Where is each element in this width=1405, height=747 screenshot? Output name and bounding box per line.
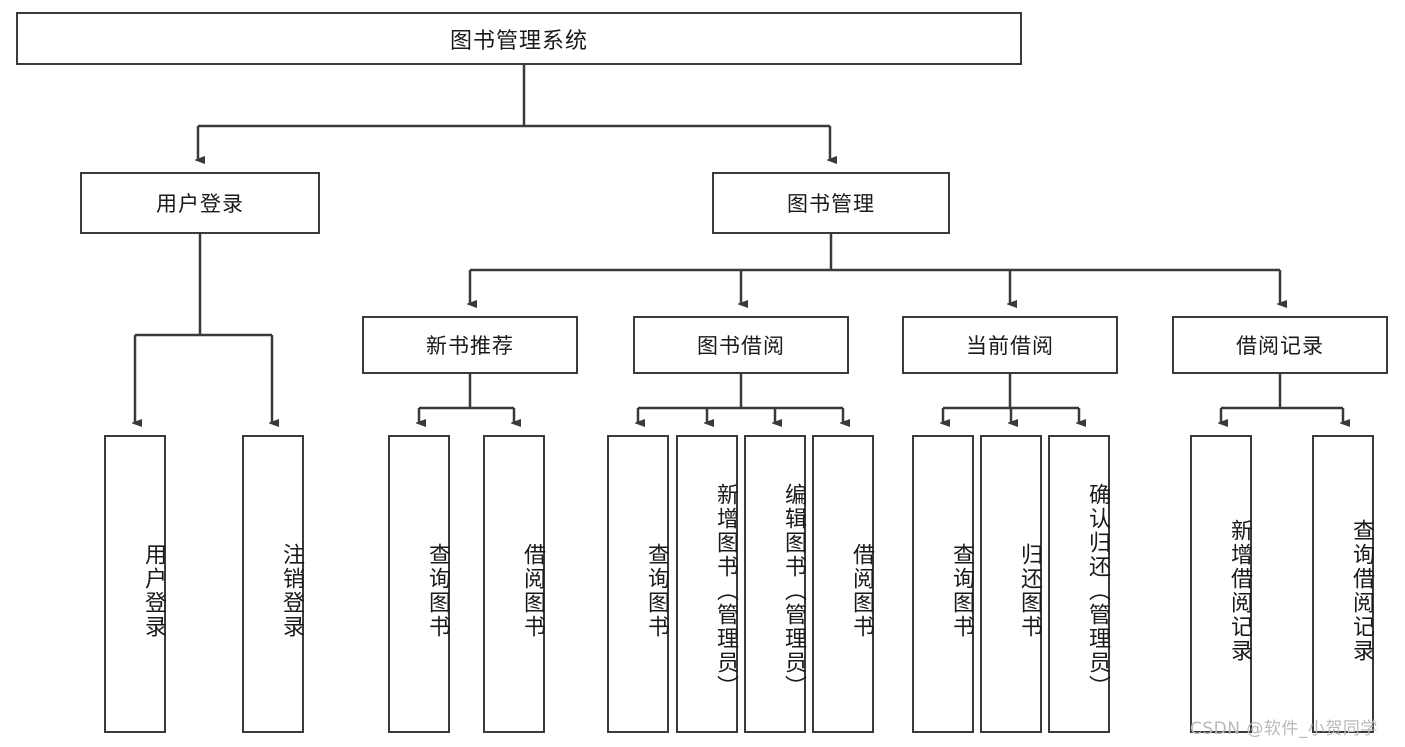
leaf-add-borrow-record-label: 新增借阅记录 [1227, 519, 1252, 663]
leaf-logout-login[interactable]: 注销登录 [242, 435, 304, 733]
leaf-query-book-cb-label: 查询图书 [949, 543, 974, 639]
leaf-add-borrow-record[interactable]: 新增借阅记录 [1190, 435, 1252, 733]
leaf-borrow-book-rec[interactable]: 借阅图书 [483, 435, 545, 733]
leaf-user-login[interactable]: 用户登录 [104, 435, 166, 733]
node-new-book-recommend[interactable]: 新书推荐 [362, 316, 578, 374]
node-borrow-record[interactable]: 借阅记录 [1172, 316, 1388, 374]
node-current-borrow-label: 当前借阅 [966, 334, 1054, 358]
leaf-edit-book-admin-label: 编辑图书（管理员） [781, 483, 806, 699]
leaf-borrow-book-rec-label: 借阅图书 [520, 543, 545, 639]
leaf-confirm-return-admin[interactable]: 确认归还（管理员） [1048, 435, 1110, 733]
leaf-logout-login-label: 注销登录 [279, 543, 304, 639]
node-current-borrow[interactable]: 当前借阅 [902, 316, 1118, 374]
leaf-edit-book-admin[interactable]: 编辑图书（管理员） [744, 435, 806, 733]
node-root-label: 图书管理系统 [449, 28, 588, 54]
node-book-manage-label: 图书管理 [787, 192, 875, 216]
leaf-return-book-label: 归还图书 [1017, 543, 1042, 639]
node-user-login-label: 用户登录 [156, 192, 244, 216]
leaf-query-book-rec-label: 查询图书 [425, 543, 450, 639]
leaf-add-book-admin-label: 新增图书（管理员） [713, 483, 738, 699]
leaf-query-book-cb[interactable]: 查询图书 [912, 435, 974, 733]
leaf-query-book-bb[interactable]: 查询图书 [607, 435, 669, 733]
leaf-query-borrow-record[interactable]: 查询借阅记录 [1312, 435, 1374, 733]
csdn-watermark: CSDN @软件_小贺同学 [1190, 719, 1378, 739]
leaf-borrow-book-bb[interactable]: 借阅图书 [812, 435, 874, 733]
leaf-borrow-book-bb-label: 借阅图书 [849, 543, 874, 639]
node-user-login[interactable]: 用户登录 [80, 172, 320, 234]
node-book-manage[interactable]: 图书管理 [712, 172, 950, 234]
leaf-user-login-label: 用户登录 [141, 543, 166, 639]
leaf-query-book-rec[interactable]: 查询图书 [388, 435, 450, 733]
node-borrow-record-label: 借阅记录 [1236, 334, 1324, 358]
node-book-borrow-label: 图书借阅 [697, 334, 785, 358]
node-root[interactable]: 图书管理系统 [16, 12, 1022, 65]
leaf-return-book[interactable]: 归还图书 [980, 435, 1042, 733]
leaf-query-book-bb-label: 查询图书 [644, 543, 669, 639]
node-book-borrow[interactable]: 图书借阅 [633, 316, 849, 374]
leaf-confirm-return-admin-label: 确认归还（管理员） [1085, 483, 1110, 699]
node-new-book-recommend-label: 新书推荐 [426, 334, 514, 358]
leaf-add-book-admin[interactable]: 新增图书（管理员） [676, 435, 738, 733]
leaf-query-borrow-record-label: 查询借阅记录 [1349, 519, 1374, 663]
